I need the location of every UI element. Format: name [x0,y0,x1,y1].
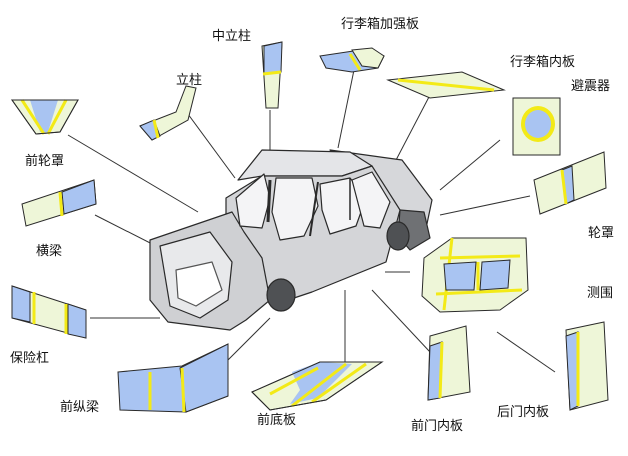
leader-bi-zhen-qi [439,139,501,191]
panel-qian-lun-zhao [11,99,79,135]
panel-bi-zhen-qi [512,97,561,156]
panel-qian-zong-liang [117,343,229,413]
leader-heng-liang [94,214,161,249]
leader-lun-zhao [439,195,531,216]
label-zhong-li-zhu: 中立柱 [212,29,251,44]
label-ce-wei: 测围 [587,286,613,301]
label-bao-xian-gang: 保险杠 [10,350,49,366]
panel-ce-wei [421,237,529,313]
panel-li-zhu [139,85,197,141]
label-qian-di-ban: 前底板 [257,412,296,428]
label-bi-zhen-qi: 避震器 [571,79,610,94]
panel-bao-xian-gang [11,285,87,339]
label-xinglixiang-nei: 行李箱内板 [510,54,575,70]
label-qian-men-nei: 前门内板 [411,418,463,434]
labels: 中立柱 立柱 行李箱加强板 行李箱内板 避震器 前轮罩 横梁 轮罩 测围 保险杠… [10,16,614,434]
panel-qian-men-nei [427,325,471,401]
panel-heng-liang [21,179,97,227]
label-lun-zhao: 轮罩 [588,226,614,241]
leader-qian-men-nei [371,289,431,353]
label-hou-men-nei: 后门内板 [497,404,549,420]
leader-lines [67,64,556,373]
label-qian-zong-liang: 前纵梁 [60,399,99,415]
panel-zhong-li-zhu [261,41,283,109]
leader-xinglixiang-jiaqiang [337,64,356,149]
leader-li-zhu [184,109,236,179]
label-li-zhu: 立柱 [176,73,202,88]
panel-xinglixiang-nei [386,71,506,99]
panel-xinglixiang-jiaqiang [319,47,385,73]
car-body [149,149,433,331]
label-xinglixiang-jiaqiang: 行李箱加强板 [341,16,419,32]
label-heng-liang: 横梁 [36,244,62,259]
panel-hou-men-nei [565,321,609,411]
leader-xinglixiang-nei [394,94,431,163]
panel-lun-zhao [533,151,607,215]
leader-hou-men-nei [496,331,556,373]
leader-qian-lun-zhao [67,134,199,213]
label-qian-lun-zhao: 前轮罩 [25,153,64,169]
leader-qian-zong-liang [224,317,271,364]
panel-qian-di-ban [251,361,384,411]
